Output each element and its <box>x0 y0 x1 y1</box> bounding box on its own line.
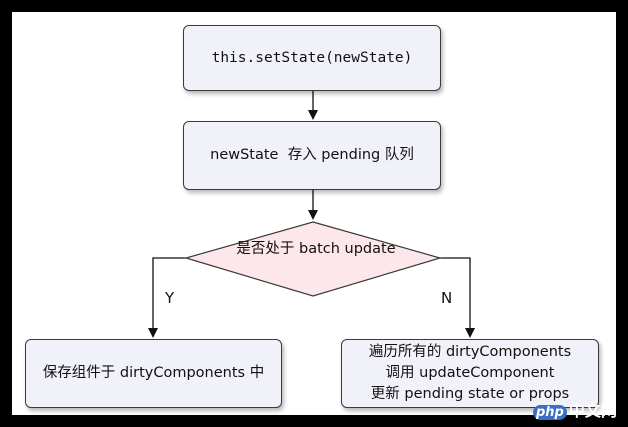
node-iterate-line2: 调用 updateComponent <box>385 365 555 381</box>
arrow-decision-yes <box>148 257 186 338</box>
node-iterate-dirty: 遍历所有的 dirtyComponents 调用 updateComponent… <box>341 339 599 408</box>
decision-diamond <box>183 221 443 297</box>
edge-label-no: N <box>441 289 453 307</box>
edge-label-yes: Y <box>165 289 175 307</box>
node-setstate-label: this.setState(newState) <box>211 49 413 66</box>
node-pending-queue: newState 存入 pending 队列 <box>183 121 441 190</box>
watermark-text: 中文网 <box>568 401 617 420</box>
watermark-badge: php <box>533 405 567 420</box>
decision-label: 是否处于 batch update <box>236 241 396 257</box>
node-setstate: this.setState(newState) <box>183 25 441 91</box>
node-save-dirty-label: 保存组件于 dirtyComponents 中 <box>42 365 265 381</box>
node-save-dirty: 保存组件于 dirtyComponents 中 <box>25 339 282 408</box>
node-iterate-line1: 遍历所有的 dirtyComponents <box>368 344 572 360</box>
node-pending-label: newState 存入 pending 队列 <box>210 147 414 163</box>
node-iterate-line3: 更新 pending state or props <box>370 386 570 402</box>
arrow-decision-no <box>440 257 475 338</box>
